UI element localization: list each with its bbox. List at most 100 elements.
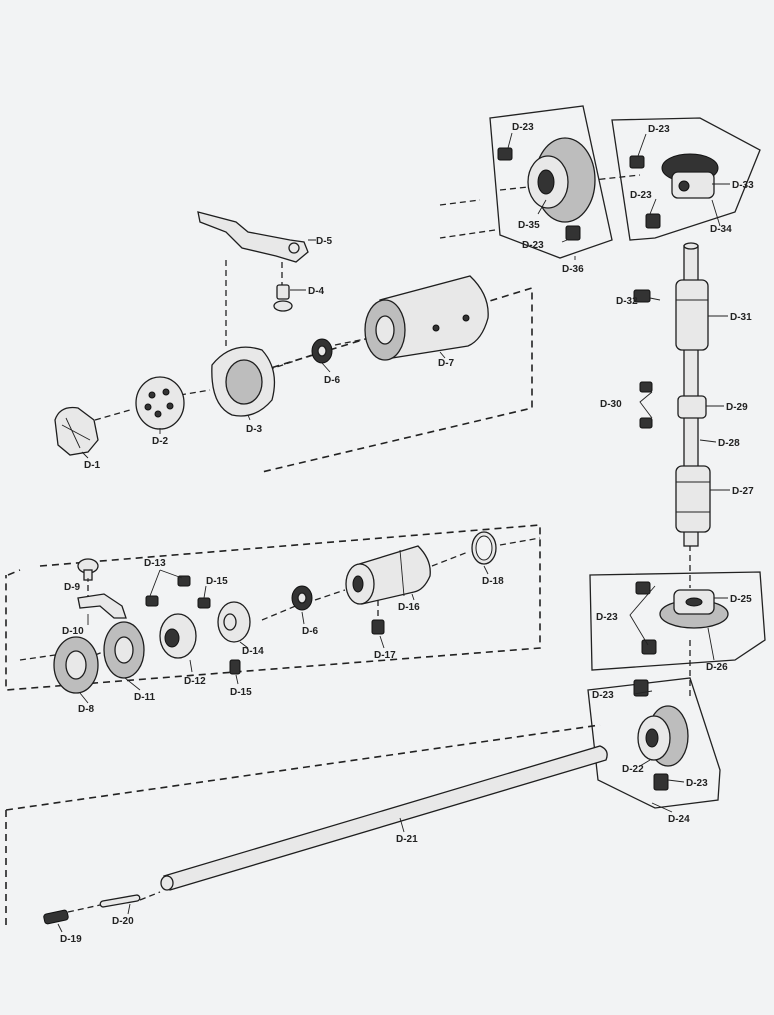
bushing-d27 (675, 465, 711, 533)
ring-d18-hole (475, 535, 493, 561)
bushing-d31 (675, 279, 709, 351)
setscrew-d23-h (653, 773, 669, 791)
label-d32: D-32 (616, 296, 638, 307)
screw-d4 (276, 284, 290, 300)
label-d13: D-13 (144, 558, 166, 569)
label-d18: D-18 (482, 576, 504, 587)
label-d33: D-33 (732, 180, 754, 191)
long-shaft-d21 (163, 745, 608, 891)
middle-assembly-boundary (5, 524, 541, 691)
label-d34: D-34 (710, 224, 732, 235)
lever-d10 (77, 593, 127, 619)
vertical-shaft-top (683, 242, 699, 250)
bevel-gear-d33-screw (678, 180, 690, 192)
cylinder-d16-ring (399, 549, 405, 597)
label-d22: D-22 (622, 764, 644, 775)
leader-lines (57, 132, 730, 933)
bobbin-case-inner-d3 (225, 359, 263, 405)
collar-d14-bore (223, 613, 237, 631)
label-d26: D-26 (706, 662, 728, 673)
label-d17: D-17 (374, 650, 396, 661)
bobbin-hole-4 (154, 410, 162, 418)
gear-box-d26 (589, 571, 766, 671)
bevel-gear-d33-body (671, 171, 715, 199)
label-d21: D-21 (396, 834, 418, 845)
label-d28: D-28 (718, 438, 740, 449)
screw-head-d4 (273, 300, 293, 312)
setscrew-d23-a (497, 147, 513, 161)
label-d16: D-16 (398, 602, 420, 613)
bobbin-hole-1 (148, 391, 156, 399)
cylinder-d7 (379, 275, 489, 359)
lower-shaft-boundary (5, 724, 601, 930)
label-d12: D-12 (184, 676, 206, 687)
washer-d6-upper-hole (317, 345, 327, 357)
washer-d6-middle-hole (297, 592, 307, 604)
setscrew-d23-d (645, 213, 661, 229)
label-d9: D-9 (64, 582, 81, 593)
label-d10: D-10 (62, 626, 84, 637)
setscrew-d32 (633, 289, 651, 303)
label-d31: D-31 (730, 312, 752, 323)
label-d27: D-27 (732, 486, 754, 497)
gear-d22-bore (645, 728, 659, 748)
setscrew-d30-b (639, 417, 653, 429)
bracket-d5 (197, 211, 309, 263)
label-d23-f: D-23 (592, 690, 614, 701)
label-d5: D-5 (316, 236, 333, 247)
cylinder-d7-bore (375, 315, 395, 345)
label-d8: D-8 (78, 704, 95, 715)
label-d3: D-3 (246, 424, 263, 435)
long-shaft-d21-end (160, 875, 174, 891)
cylinder-d16 (355, 545, 431, 605)
bobbin-hole-2 (162, 388, 170, 396)
setscrew-d23-f (641, 639, 657, 655)
bobbin-hole-5 (144, 403, 152, 411)
gear-box-d34 (611, 117, 761, 241)
gear-d25-bore (685, 597, 703, 607)
cylinder-d16-bore (352, 575, 364, 593)
setscrew-d23-c (629, 155, 645, 169)
bobbin-d2 (135, 376, 185, 430)
label-d14: D-14 (242, 646, 264, 657)
label-d24: D-24 (668, 814, 690, 825)
label-d23-a: D-23 (512, 122, 534, 133)
label-d35: D-35 (518, 220, 540, 231)
label-d1: D-1 (84, 460, 101, 471)
label-d36: D-36 (562, 264, 584, 275)
collar-d29 (677, 395, 707, 419)
label-d11: D-11 (134, 692, 156, 703)
label-d6-middle: D-6 (302, 626, 319, 637)
guide-d20-d19 (67, 891, 161, 913)
label-d19: D-19 (60, 934, 82, 945)
bearing-d11-inner (114, 636, 134, 664)
setscrew-d23-e (635, 581, 651, 595)
label-d23-b: D-23 (522, 240, 544, 251)
setscrew-d30-a (639, 381, 653, 393)
gear-box-d24 (587, 677, 721, 809)
setscrew-d17 (371, 619, 385, 635)
bobbin-hole-3 (166, 402, 174, 410)
pin-d20 (99, 894, 141, 908)
setscrew-d13-b (177, 575, 191, 587)
cylinder-d7-hole-1 (432, 324, 440, 332)
setscrew-d23-b (565, 225, 581, 241)
bearing-d8-inner (65, 650, 87, 680)
bracket-hole-d5 (288, 242, 300, 254)
label-d30: D-30 (600, 399, 622, 410)
label-d23-d: D-23 (630, 190, 652, 201)
guide-upper-axis (94, 337, 371, 421)
label-d23-c: D-23 (648, 124, 670, 135)
label-d2: D-2 (152, 436, 169, 447)
setscrew-d15-b (229, 659, 241, 675)
gear-box-d36 (489, 105, 613, 259)
label-d23-e: D-23 (596, 612, 618, 623)
label-d29: D-29 (726, 402, 748, 413)
label-d7: D-7 (438, 358, 455, 369)
label-d15-b: D-15 (230, 687, 252, 698)
collar-d12-bore (164, 628, 180, 648)
label-d23-g: D-23 (686, 778, 708, 789)
cylinder-d7-hole-2 (462, 314, 470, 322)
hook-d1 (54, 406, 99, 456)
screw-d19 (43, 909, 69, 925)
